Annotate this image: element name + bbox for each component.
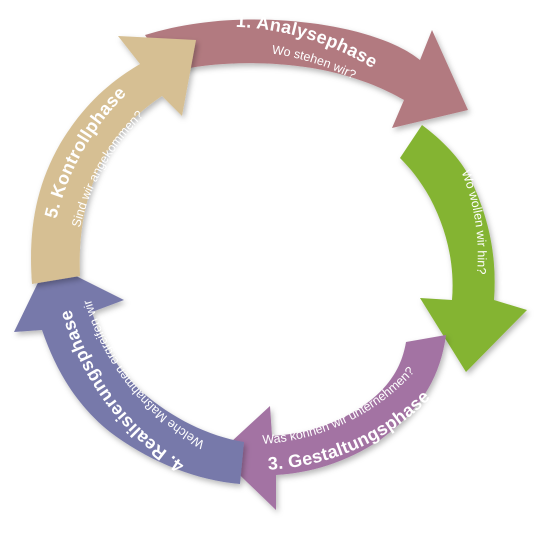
phase-arrow-3: [218, 335, 446, 510]
phase-arrow-1: [145, 19, 468, 128]
phase-arrow-5: [31, 36, 196, 284]
phase-arrow-4: [14, 262, 244, 484]
phase-arrow-2: [400, 125, 527, 372]
